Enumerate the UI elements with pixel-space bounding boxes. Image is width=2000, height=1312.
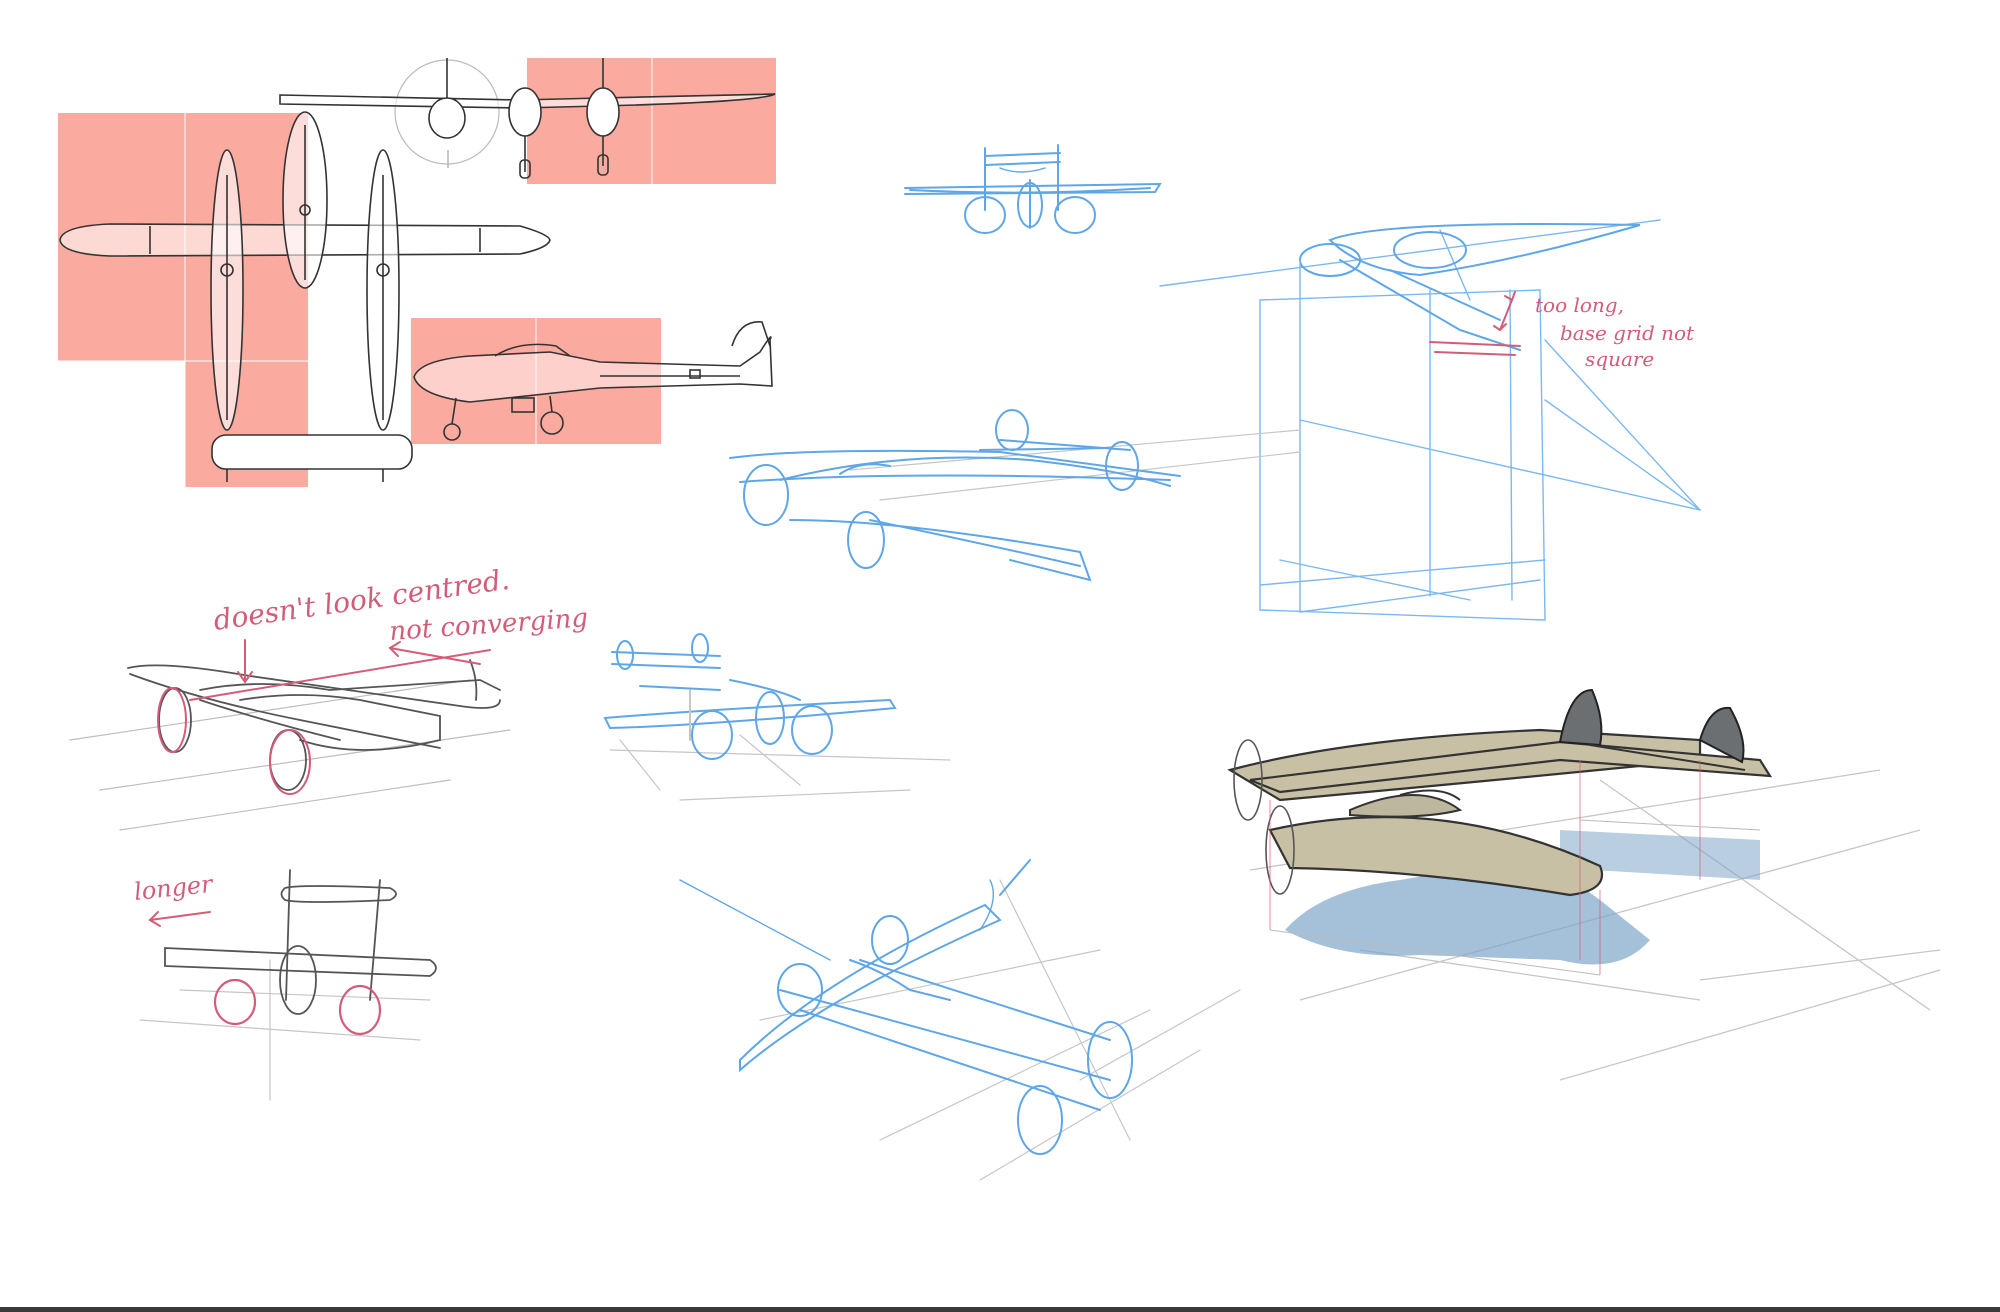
- not-converging-label: not converging: [388, 603, 589, 647]
- too-long-label: too long,: [1535, 293, 1624, 317]
- final-rendered-sketch: [1227, 688, 1941, 1081]
- front-view-plane: [279, 58, 776, 179]
- low-angle-sketch: [603, 633, 951, 801]
- too-long-note: too long, base grid not square: [1535, 293, 1695, 371]
- front-pencil-sketch: [139, 869, 437, 1101]
- top-view-plane: [59, 111, 551, 482]
- side-view-plane: [413, 321, 773, 441]
- perspective-box-sketch: [1159, 219, 1701, 621]
- pencil-sketch-corrected: [69, 639, 511, 831]
- front-view-sketch: [904, 144, 1162, 234]
- longer-label: longer: [133, 870, 216, 906]
- three-quarter-sketch: [729, 409, 1301, 582]
- bottom-bar: [0, 1307, 2000, 1312]
- base-grid-label: base grid not: [1560, 321, 1695, 345]
- top-down-sketch: [679, 859, 1241, 1181]
- square-label: square: [1585, 347, 1654, 371]
- orthographic-reference: [58, 58, 776, 487]
- reference-blocks: [58, 58, 776, 487]
